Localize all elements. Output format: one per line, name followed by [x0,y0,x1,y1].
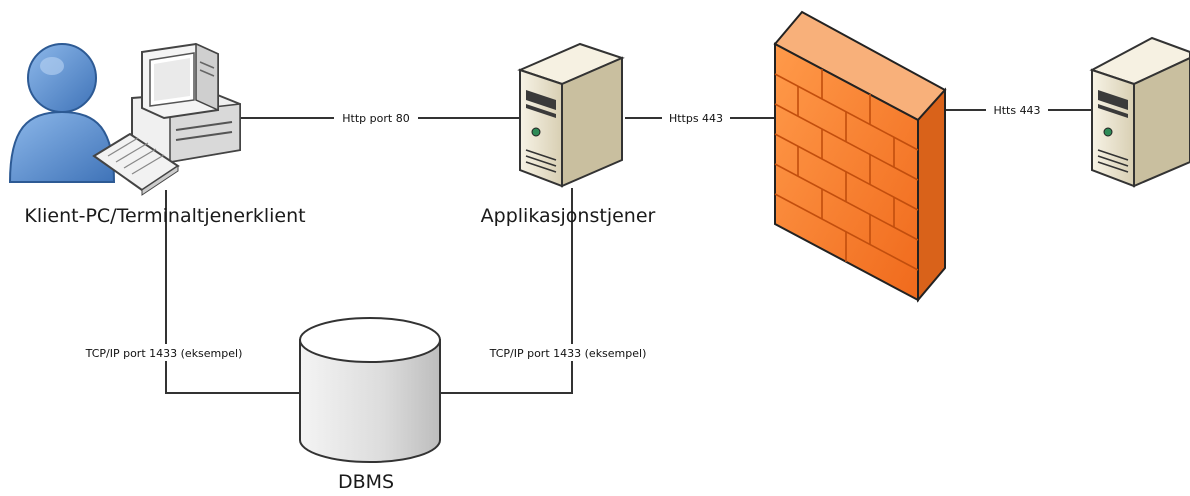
edge-label-app-dbms: TCP/IP port 1433 (eksempel) [489,347,647,360]
edge-label-htts-443: Htts 443 [993,104,1040,117]
remote-server-node [1089,36,1190,188]
edge-labels: Http port 80 Https 443 Htts 443 TCP/IP p… [62,102,1048,361]
node-label-app-server: Applikasjonstjener [481,205,656,227]
edge-app-dbms-line [440,188,573,394]
app-server-node: Applikasjonstjener [481,42,656,227]
firewall-brick-wall-icon [773,10,947,303]
desktop-computer-icon [131,42,241,164]
server-tower-icon [517,42,625,188]
user-icon [8,43,116,183]
node-label-dbms: DBMS [338,471,394,493]
node-label-client: Klient-PC/Terminaltjenerklient [24,205,305,227]
dbms-node: DBMS [299,317,441,493]
keyboard-icon [92,132,180,196]
edge-label-http-80: Http port 80 [342,112,409,125]
edge-label-client-dbms: TCP/IP port 1433 (eksempel) [85,347,243,360]
database-cylinder-icon [299,317,441,463]
server-tower-icon [1089,36,1190,188]
client-node: Klient-PC/Terminaltjenerklient [8,42,306,227]
firewall-node [773,10,947,303]
edge-label-https-443: Https 443 [669,112,723,125]
edge-client-dbms-line [165,190,300,394]
